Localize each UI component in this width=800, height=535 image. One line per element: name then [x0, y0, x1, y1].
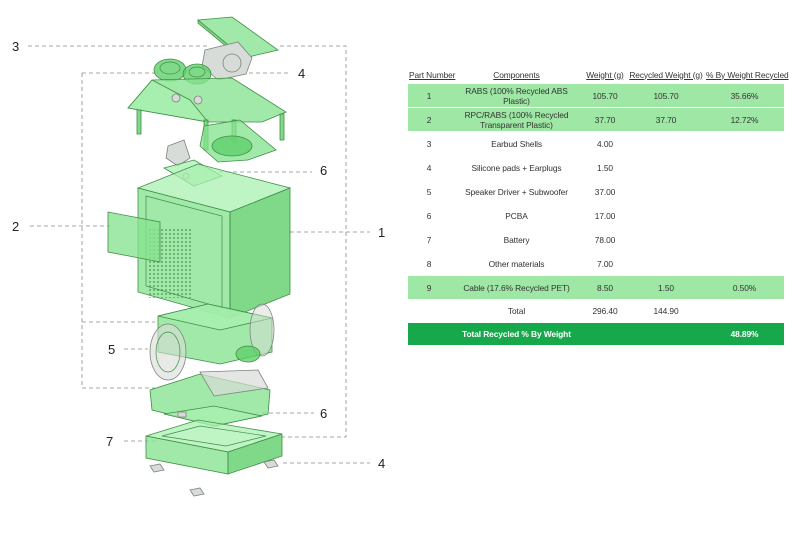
header-weight: Weight (g): [586, 69, 624, 80]
recycled-weight-cell: [627, 227, 705, 252]
percent-cell: [705, 179, 784, 204]
percent-cell: [705, 227, 784, 252]
percent-cell: [705, 131, 784, 156]
header-part-number: Part Number: [409, 69, 456, 80]
component-cell: Silicone pads + Earplugs: [450, 155, 583, 180]
total-label-cell: Total: [450, 299, 583, 323]
weight-cell: 37.00: [583, 179, 627, 204]
recycled-weight-cell: [627, 131, 705, 156]
inner-tray-part: [165, 119, 277, 167]
weight-cell: 1.50: [583, 155, 627, 180]
part-number-cell: 3: [408, 131, 450, 156]
callout-7: 7: [106, 434, 113, 449]
header-percent-recycled: % By Weight Recycled: [706, 69, 789, 80]
total-weight-cell: 296.40: [583, 299, 627, 323]
battery-base-part: [145, 419, 283, 475]
part-number-cell: 7: [408, 227, 450, 252]
recycled-weight-cell: 105.70: [627, 83, 705, 108]
weight-cell: 37.70: [583, 107, 627, 132]
summary-label-cell: Total Recycled % By Weight: [450, 322, 583, 345]
recycled-weight-cell: [627, 251, 705, 276]
top-lid-part: [196, 16, 279, 81]
callout-1: 1: [378, 225, 385, 240]
recycled-weight-cell: 37.70: [627, 107, 705, 132]
recycled-weight-cell: 1.50: [627, 275, 705, 300]
total-recycled-weight-cell: 144.90: [627, 299, 705, 323]
recycled-weight-cell: [627, 155, 705, 180]
weight-cell: 17.00: [583, 203, 627, 228]
weight-cell: 105.70: [583, 83, 627, 108]
part-number-cell: 5: [408, 179, 450, 204]
component-cell: Cable (17.6% Recycled PET): [450, 275, 583, 300]
materials-table: Part Number Components Weight (g) Recycl…: [408, 66, 789, 345]
side-panel-part: [107, 211, 161, 263]
weight-cell: 78.00: [583, 227, 627, 252]
part-number-cell: 2: [408, 107, 450, 132]
callout-5: 5: [108, 342, 115, 357]
percent-cell: [705, 155, 784, 180]
rubber-feet-part: [149, 459, 279, 497]
part-number-cell: 6: [408, 203, 450, 228]
header-recycled-weight: Recycled Weight (g): [629, 69, 703, 80]
percent-cell: 35.66%: [705, 83, 784, 108]
summary-percent-cell: 48.89%: [705, 322, 784, 345]
summary-row: Total Recycled % By Weight 48.89%: [408, 322, 784, 345]
header-components: Components: [493, 69, 540, 80]
callout-4-top: 4: [298, 66, 305, 81]
summary-empty-cell: [583, 322, 627, 345]
component-cell: Earbud Shells: [450, 131, 583, 156]
main-body-part: [136, 163, 292, 319]
part-number-cell: 8: [408, 251, 450, 276]
percent-cell: [705, 251, 784, 276]
weight-cell: 8.50: [583, 275, 627, 300]
part-number-cell: 4: [408, 155, 450, 180]
callout-6-bottom: 6: [320, 406, 327, 421]
exploded-view-diagram: 3 4 2 6 1 5 6 7 4: [12, 16, 385, 497]
callout-3: 3: [12, 39, 19, 54]
weight-cell: 7.00: [583, 251, 627, 276]
callout-4-bottom: 4: [378, 456, 385, 471]
callout-6-top: 6: [320, 163, 327, 178]
component-cell: Other materials: [450, 251, 583, 276]
percent-cell: 0.50%: [705, 275, 784, 300]
table-header-row: Part Number Components Weight (g) Recycl…: [408, 66, 789, 84]
total-empty-cell: [408, 299, 450, 323]
recycled-weight-cell: [627, 179, 705, 204]
component-cell: RPC/RABS (100% Recycled Transparent Plas…: [450, 107, 583, 132]
component-cell: Battery: [450, 227, 583, 252]
part-number-cell: 1: [408, 83, 450, 108]
component-cell: Speaker Driver + Subwoofer: [450, 179, 583, 204]
part-number-cell: 9: [408, 275, 450, 300]
component-cell: RABS (100% Recycled ABS Plastic): [450, 83, 583, 108]
summary-empty-cell: [408, 322, 450, 345]
total-percent-cell: [705, 299, 784, 323]
percent-cell: 12.72%: [705, 107, 784, 132]
component-cell: PCBA: [450, 203, 583, 228]
percent-cell: [705, 203, 784, 228]
recycled-weight-cell: [627, 203, 705, 228]
summary-empty-cell: [627, 322, 705, 345]
callout-2: 2: [12, 219, 19, 234]
weight-cell: 4.00: [583, 131, 627, 156]
